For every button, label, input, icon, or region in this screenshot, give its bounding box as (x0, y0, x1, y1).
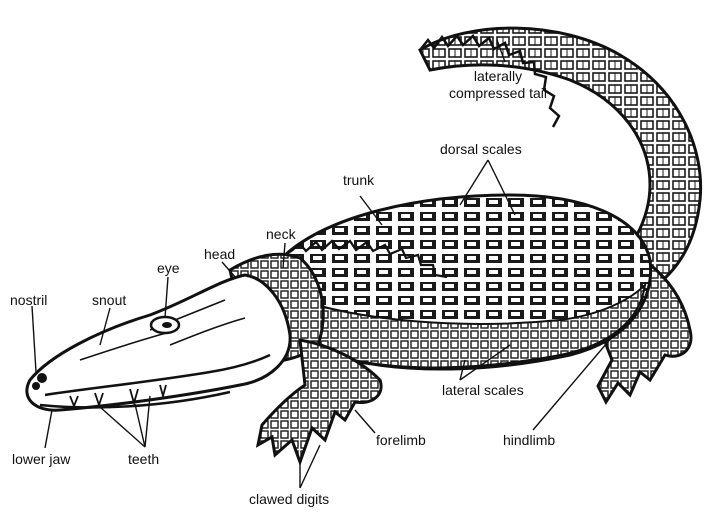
label-tail-line2: compressed tail (418, 85, 578, 102)
label-neck: neck (266, 226, 296, 243)
nostril-shape (37, 373, 47, 383)
label-tail-line1: laterally (418, 68, 578, 85)
label-head: head (204, 246, 235, 263)
label-forelimb: forelimb (376, 432, 426, 449)
label-nostril: nostril (10, 292, 47, 309)
label-clawed-digits: clawed digits (249, 491, 329, 508)
label-eye: eye (157, 260, 180, 277)
head-shape (27, 275, 290, 410)
label-lower-jaw: lower jaw (12, 451, 70, 468)
label-lateral-scales: lateral scales (442, 382, 524, 399)
label-trunk: trunk (343, 172, 374, 189)
label-dorsal-scales: dorsal scales (440, 141, 522, 158)
label-tail: laterally compressed tail (418, 68, 578, 102)
label-hindlimb: hindlimb (503, 432, 555, 449)
nostril-shape-2 (32, 382, 40, 390)
label-teeth: teeth (128, 451, 159, 468)
label-snout: snout (92, 292, 126, 309)
eye-pupil (162, 322, 172, 328)
